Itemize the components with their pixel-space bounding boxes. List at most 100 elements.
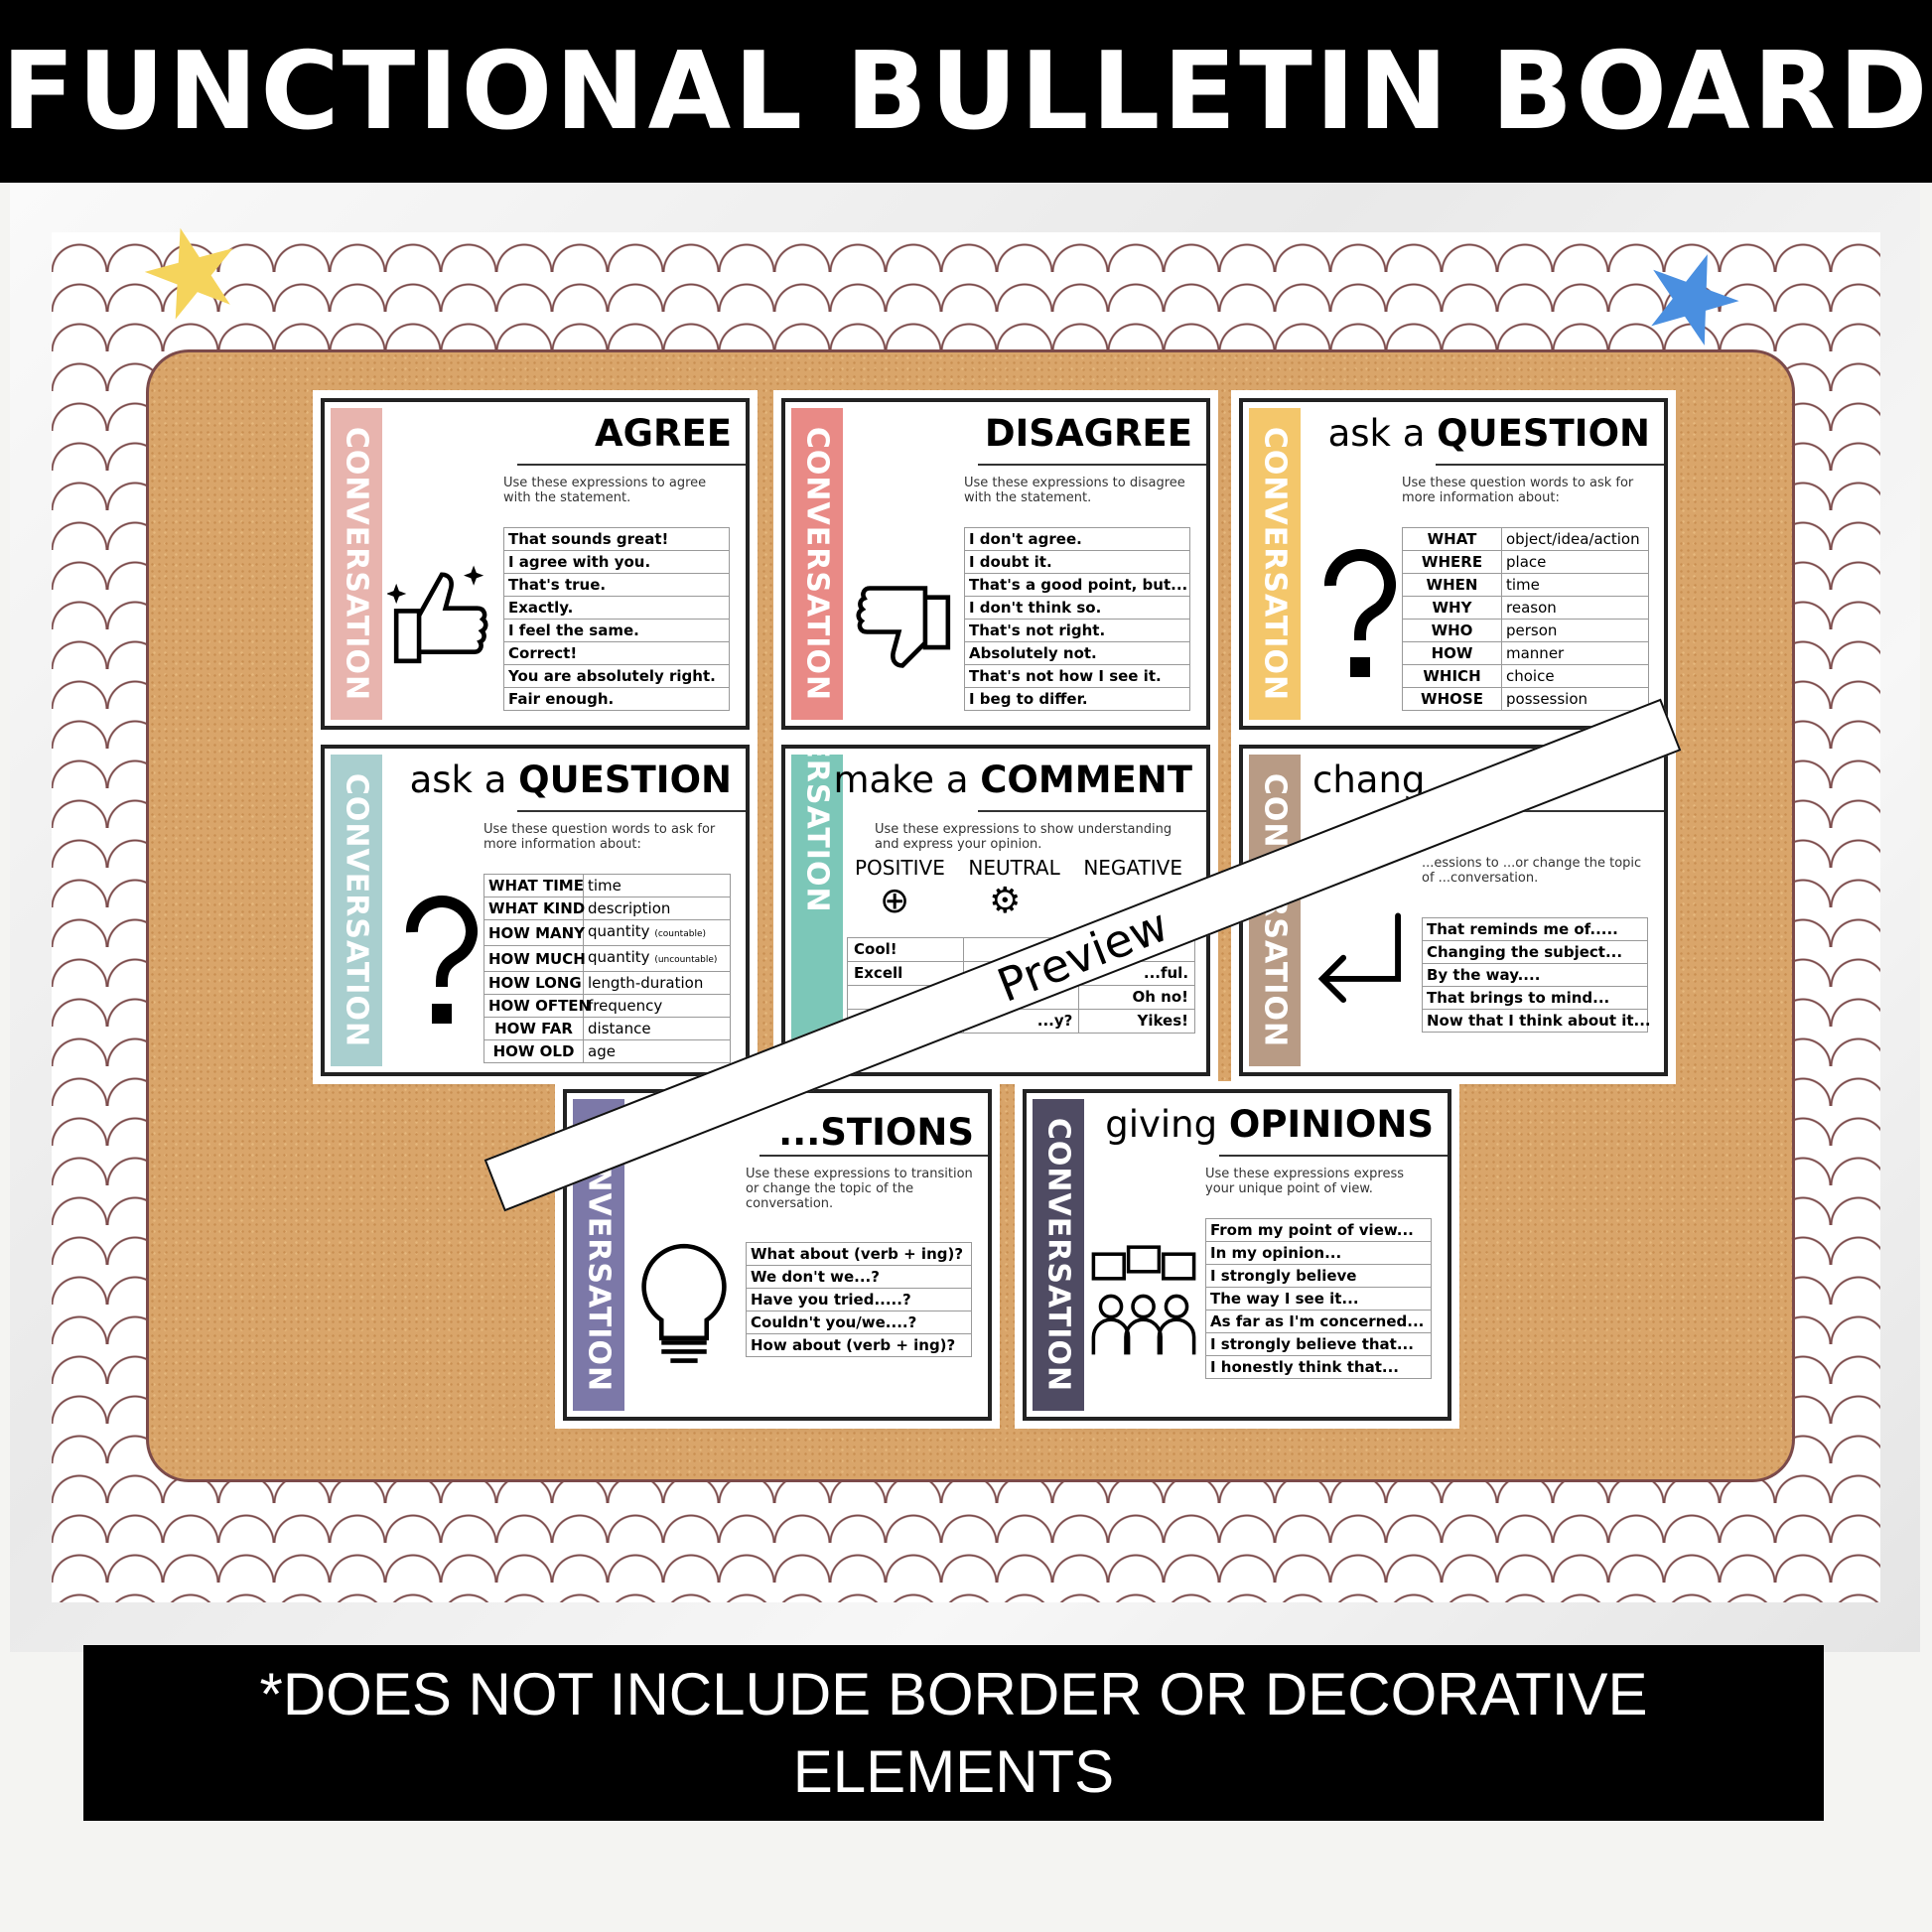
card-title-light: make a [833,759,981,801]
strip-label: CONVERSATION [1257,426,1293,702]
table-cell: WHICH [1402,664,1502,688]
table-cell: WHY [1402,596,1502,620]
table-row: Correct! [503,641,730,665]
table-cell: age [583,1039,731,1063]
comment-heading: NEUTRAL [968,856,1060,880]
table-cell: Changing the subject... [1422,940,1648,964]
table-cell: Couldn't you/we....? [746,1311,972,1334]
table-row: I agree with you. [503,550,730,574]
table-cell: Absolutely not. [964,641,1190,665]
table-cell: place [1501,550,1649,574]
table-row: By the way.... [1422,963,1648,987]
expression-table: What about (verb + ing)?We don't we...?H… [746,1242,972,1357]
card-agree: CONVERSATION AGREE Use these expressions t… [321,398,750,730]
table-row: That brings to mind... [1422,986,1648,1010]
table-row: I honestly think that... [1205,1355,1432,1379]
table-cell: time [583,874,731,897]
head-icons: ⊕⚙ [880,882,1021,921]
table-cell: HOW MANY [483,919,585,946]
table-cell: Yikes! [1078,1009,1196,1034]
table-cell: WHOSE [1402,687,1502,711]
title-underline [517,464,746,466]
table-row: I feel the same. [503,619,730,642]
table-row: I doubt it. [964,550,1190,574]
title-underline [978,464,1206,466]
card-color-strip: CONVERSATION [331,408,382,720]
light-bulb-icon [628,1212,740,1401]
table-cell: You are absolutely right. [503,664,730,688]
table-row: I don't think so. [964,596,1190,620]
card-color-strip: CONVERSATION [791,755,843,1066]
card-color-strip: CONVERSATION [331,755,382,1066]
question-mark-icon [1305,521,1416,710]
table-cell: choice [1501,664,1649,688]
card-description: ...essions to ...or change the topic of … [1422,856,1642,886]
card-description: Use these expressions to disagree with t… [964,476,1185,505]
title-underline [1219,1155,1448,1157]
card-title-bold: OPINIONS [1228,1103,1434,1146]
table-row: Couldn't you/we....? [746,1311,972,1334]
question-mark-icon [386,868,497,1056]
table-cell: Oh no! [1078,985,1196,1010]
table-cell: description [583,897,731,920]
table-row: What about (verb + ing)? [746,1242,972,1266]
expression-table: I don't agree.I doubt it.That's a good p… [964,527,1190,711]
table-cell: I don't think so. [964,596,1190,620]
table-cell: WHERE [1402,550,1502,574]
card-title: AGREE [595,412,732,455]
table-row: Fair enough. [503,687,730,711]
card-color-strip: CONVERSATION [1249,408,1301,720]
table-cell: Exactly. [503,596,730,620]
table-cell: Correct! [503,641,730,665]
table-cell: That's not right. [964,619,1190,642]
table-cell: quantity (uncountable) [583,945,731,972]
table-row: I strongly believe that... [1205,1332,1432,1356]
table-cell: manner [1501,641,1649,665]
table-cell: I doubt it. [964,550,1190,574]
table-cell: That sounds great! [503,527,730,551]
table-row: The way I see it... [1205,1287,1432,1311]
head-icon: ⊕ [880,881,910,921]
table-cell: That's not how I see it. [964,664,1190,688]
card-title-light: ask a [1327,412,1438,455]
card-description: Use these expressions to agree with the … [503,476,707,505]
table-row: I don't agree. [964,527,1190,551]
strip-label: CONVERSATION [1040,1117,1076,1393]
table-row: We don't we...? [746,1265,972,1289]
card-title: giving OPINIONS [1105,1103,1434,1146]
table-cell: HOW OLD [483,1039,584,1063]
header-banner: FUNCTIONAL BULLETIN BOARD [0,0,1932,183]
table-cell: The way I see it... [1205,1287,1432,1311]
table-cell: possession [1501,687,1649,711]
card-description: Use these expressions express your uniqu… [1205,1167,1405,1196]
strip-label: CONVERSATION [799,426,835,702]
strip-label: CONVERSATION [339,772,374,1048]
table-cell: I agree with you. [503,550,730,574]
card-title: ...STIONS [778,1111,974,1154]
card-description: Use these question words to ask for more… [483,822,716,852]
card-color-strip: CONVERSATION [1033,1099,1084,1411]
table-cell: Fair enough. [503,687,730,711]
table-cell: object/idea/action [1501,527,1649,551]
cell-note: (countable) [654,929,706,939]
disclaimer-text: *DOES NOT INCLUDE BORDER OR DECORATIVE E… [259,1660,1648,1805]
table-cell: By the way.... [1422,963,1648,987]
expression-table: That reminds me of.....Changing the subj… [1422,917,1651,1033]
table-cell: HOW OFTEN [483,994,591,1018]
table-cell: We don't we...? [746,1265,972,1289]
table-cell: person [1501,619,1649,642]
